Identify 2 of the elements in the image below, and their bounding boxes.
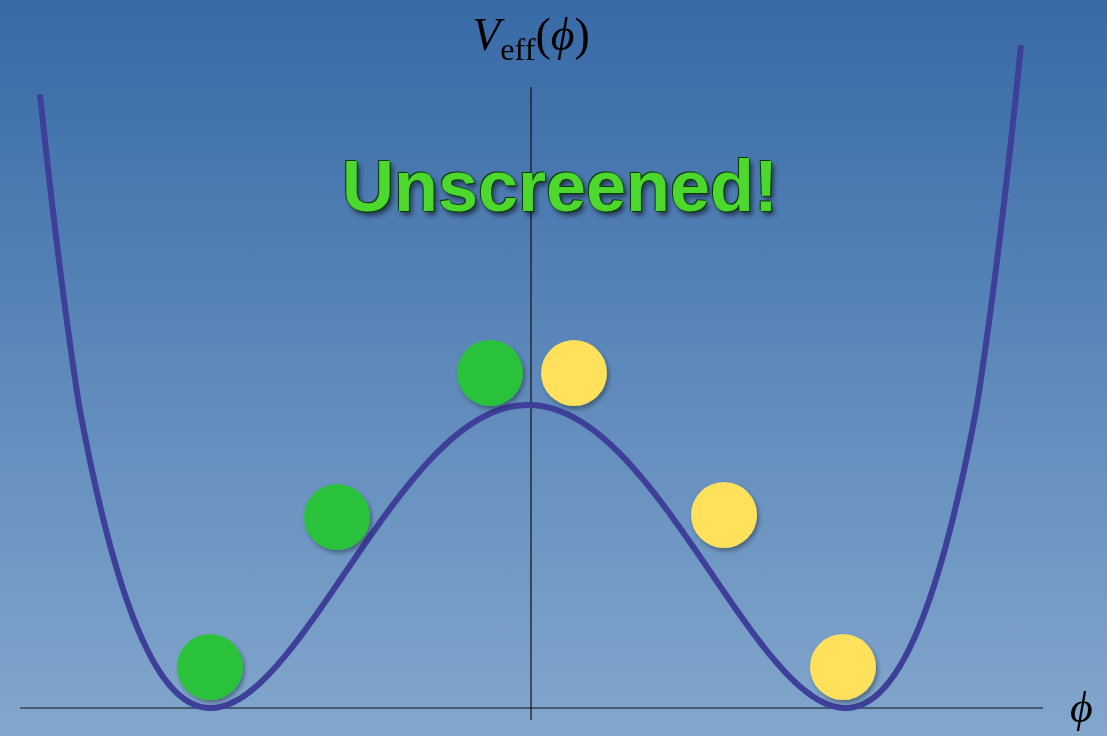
axis-label: ϕ [1070, 682, 1093, 733]
axis-label: V$_{eff}$(ϕ) [472, 8, 590, 69]
